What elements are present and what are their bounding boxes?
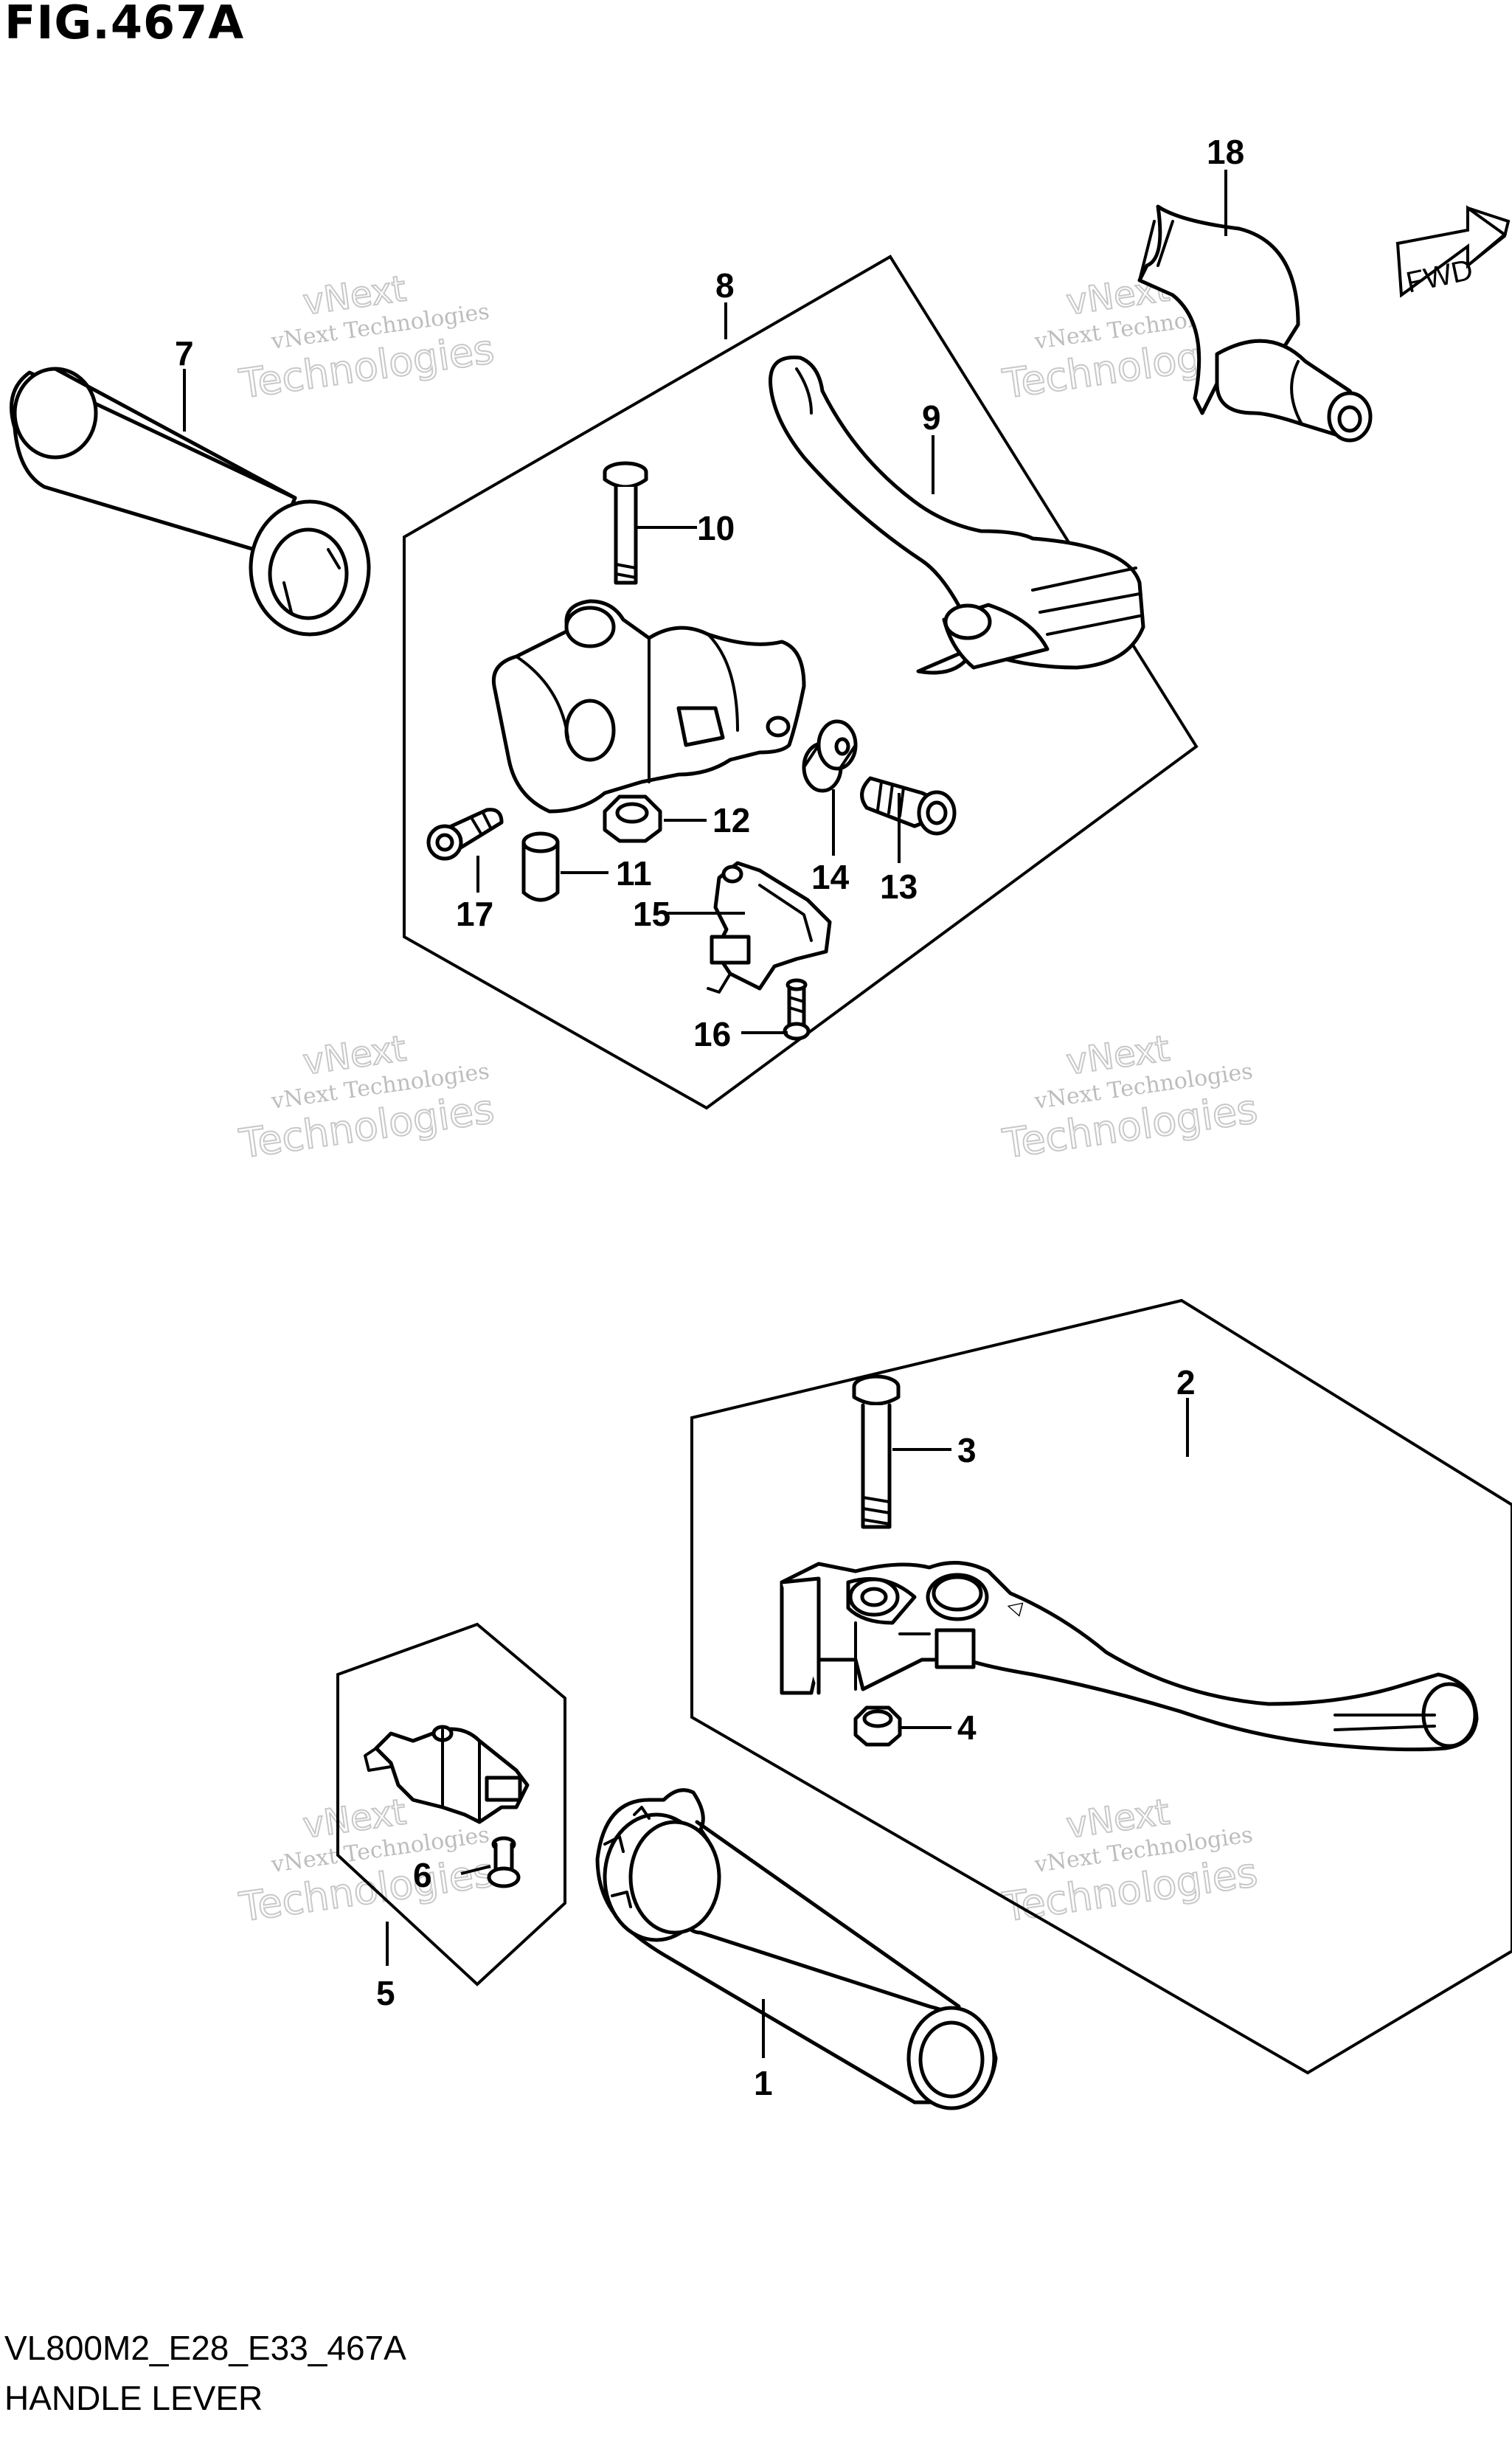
lever-guard-part-18 — [1137, 204, 1373, 443]
assembly-frame-2 — [690, 1298, 1512, 2075]
callout-15: 15 — [633, 895, 670, 933]
callout-6: 6 — [413, 1856, 432, 1894]
bolt-part-17 — [426, 808, 504, 861]
callout-3: 3 — [957, 1431, 977, 1469]
screw-part-6 — [487, 1836, 521, 1888]
callout-14: 14 — [811, 858, 850, 896]
callout-2: 2 — [1176, 1363, 1196, 1402]
footer-figure-name: HANDLE LEVER — [4, 2379, 263, 2417]
clutch-lever-part-9 — [769, 356, 1145, 675]
footer-figure-code: VL800M2_E28_E33_467A — [4, 2329, 406, 2367]
callout-17: 17 — [456, 895, 493, 933]
callout-7: 7 — [175, 334, 194, 373]
assembly-frame-8 — [403, 254, 1199, 1110]
callout-1: 1 — [754, 2064, 773, 2102]
nut-part-4 — [853, 1705, 902, 1747]
screw-part-16 — [783, 978, 811, 1041]
adjuster-screw-part-13 — [860, 776, 957, 836]
spacer-part-11 — [521, 831, 560, 902]
throttle-grip-part-1 — [595, 1788, 998, 2110]
callout-8: 8 — [715, 266, 735, 305]
callout-10: 10 — [697, 509, 735, 547]
assembly-frame-5 — [336, 1622, 566, 1986]
brake-lever-part-2: ◁ — [780, 1561, 1479, 1752]
callouts: 7 8 9 18 10 11 12 13 14 15 16 17 2 3 4 6… — [175, 133, 1244, 2102]
callout-12: 12 — [712, 801, 750, 839]
figure-title: FIG.467A — [4, 0, 245, 49]
brake-switch-part-5 — [364, 1725, 530, 1824]
callout-4: 4 — [957, 1708, 977, 1747]
callout-18: 18 — [1207, 133, 1244, 171]
grip-left-part-7 — [10, 367, 371, 637]
callout-11: 11 — [616, 854, 652, 893]
pivot-bolt-part-3 — [852, 1374, 901, 1529]
nut-part-12 — [603, 794, 662, 843]
callout-13: 13 — [880, 867, 918, 906]
callout-16: 16 — [693, 1015, 731, 1053]
fwd-arrow-icon: FWD — [1395, 205, 1511, 299]
pivot-bolt-part-10 — [603, 461, 648, 585]
callout-5: 5 — [376, 1974, 395, 2012]
leader-lines — [183, 170, 1227, 2058]
switch-part-15 — [707, 861, 832, 994]
adjuster-part-14 — [802, 719, 858, 793]
callout-9: 9 — [922, 398, 941, 437]
lever-holder-part-8 — [491, 599, 806, 814]
